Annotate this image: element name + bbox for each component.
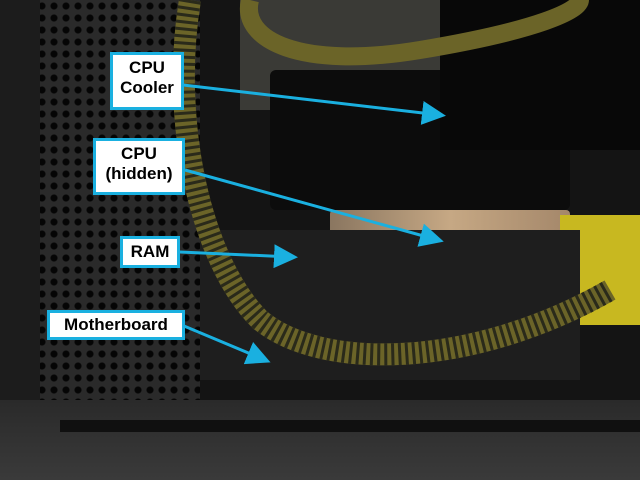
label-ram: RAM [120, 236, 180, 268]
label-cpu-hidden-line2: (hidden) [105, 164, 173, 183]
label-cpu-hidden-line1: CPU [121, 144, 157, 163]
label-cpu-cooler: CPU Cooler [110, 52, 184, 110]
arrow-cpu-cooler [182, 83, 446, 125]
label-cpu-cooler-line1: CPU [129, 58, 165, 77]
label-cpu-cooler-line2: Cooler [120, 78, 174, 97]
case-floor [0, 400, 640, 480]
arrow-cpu [184, 168, 444, 247]
arrow-motherboard [183, 324, 271, 365]
label-cpu-hidden: CPU (hidden) [93, 138, 185, 195]
case-rail [60, 420, 640, 432]
arrow-ram [179, 244, 298, 269]
label-motherboard: Motherboard [47, 310, 185, 340]
